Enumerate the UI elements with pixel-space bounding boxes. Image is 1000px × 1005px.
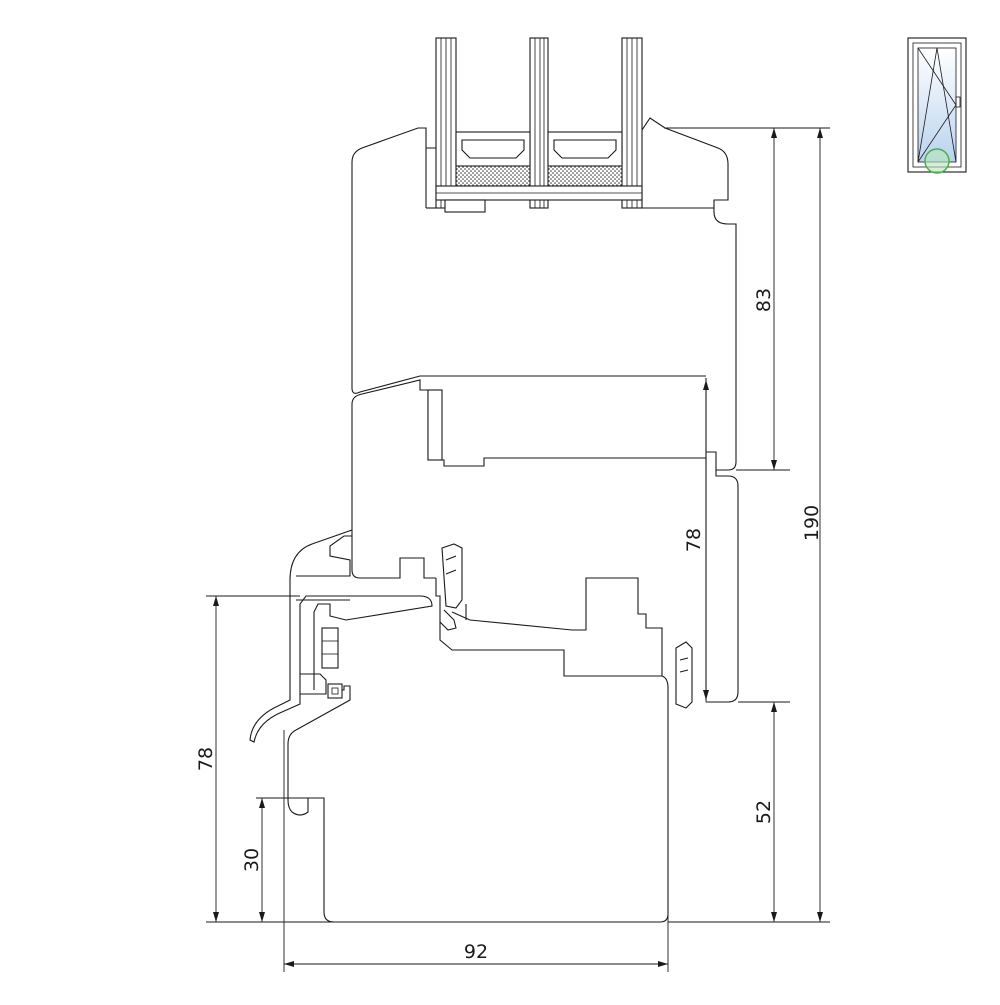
dim-label-92: 92 [464, 941, 488, 963]
dim-label-83: 83 [753, 288, 775, 312]
dim-label-52: 52 [753, 800, 775, 824]
dim-label-78-frame: 78 [195, 747, 217, 771]
dim-label-78-inner: 78 [683, 528, 705, 552]
dim-label-30: 30 [241, 848, 263, 872]
section-marker-icon [924, 148, 950, 174]
dim-label-190: 190 [801, 505, 823, 541]
dimension-lines [206, 127, 830, 972]
transom-profile [351, 378, 739, 703]
glazing-unit [435, 37, 643, 213]
window-thumbnail [907, 37, 967, 174]
frame-profile [287, 543, 693, 923]
weather-bar [249, 529, 433, 743]
